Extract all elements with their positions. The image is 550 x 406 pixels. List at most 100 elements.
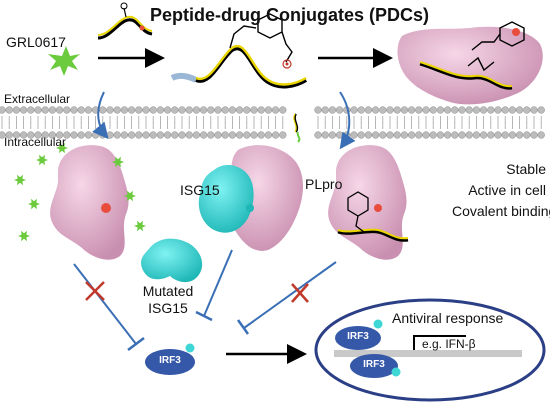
lipid-head [494,131,502,139]
lipid-head [386,106,394,114]
lipid-head [314,106,322,114]
peptide-crossing-icon [293,113,301,143]
lipid-head [407,131,416,139]
lipid-head [185,106,193,114]
lipid-head [508,106,517,114]
lipid-head [178,106,186,114]
lipid-head [243,131,251,139]
lipid-head [279,131,287,139]
conjugate-molecule-icon [170,13,308,89]
lipid-head [199,106,208,114]
lipid-head [156,106,165,114]
irf3-free-label: IRF3 [159,355,181,366]
lipid-head [371,106,380,114]
lipid-head [458,131,466,139]
lipid-head [422,106,430,114]
lipid-head [221,131,229,139]
lipid-head [314,131,322,139]
cell-membrane [0,106,545,139]
grl0617-star-icon [28,198,40,210]
lipid-head [5,106,13,114]
lipid-head [163,106,172,114]
lipid-head [364,106,373,114]
lipid-head [537,131,545,139]
lipid-head [515,131,524,139]
lipid-head [271,106,280,114]
property-covalent: Covalent binding [452,203,550,219]
lipid-head [106,106,114,114]
lipid-head [156,131,165,139]
lipid-head [149,106,157,114]
lipid-head [364,131,373,139]
lipid-head [350,131,358,139]
lipid-head [199,131,208,139]
lipid-head [328,106,337,114]
gene-label: e.g. IFN-β [422,337,476,351]
lipid-head [515,106,524,114]
lipid-head [34,131,42,139]
lipid-head [321,106,329,114]
intracellular-label: Intracellular [4,135,67,149]
lipid-head [371,131,380,139]
irf3-free-icon [145,343,195,375]
lipid-head [465,106,473,114]
lipid-head [19,106,28,114]
irf3-nucleus-label: IRF3 [347,331,369,342]
lipid-head [257,106,265,114]
lipid-head [465,131,473,139]
lipid-head [400,106,409,114]
lipid-head [321,131,329,139]
lipid-head [19,131,28,139]
grl0617-star-icon [14,174,26,186]
lipid-head [250,131,258,139]
compound-label: GRL0617 [6,34,66,50]
lipid-head [443,106,452,114]
lipid-head [106,131,114,139]
lipid-head [48,106,57,114]
lipid-head [34,106,42,114]
pdc-properties: Stable Active in cell Covalent binding [452,159,550,222]
free-grl0617-group [14,142,146,242]
lipid-head [0,131,6,139]
lipid-head [221,106,229,114]
lipid-head [422,131,430,139]
lipid-head [386,131,394,139]
mutated-isg15-icon [141,238,203,283]
lipid-head [214,131,222,139]
lipid-head [501,131,509,139]
lipid-head [350,106,358,114]
isg15-label: ISG15 [180,182,220,198]
lipid-head [479,131,488,139]
lipid-head [48,131,57,139]
lipid-head [530,131,538,139]
lipid-head [142,106,150,114]
lipid-head [77,131,85,139]
plpro-right-icon [328,145,409,260]
lipid-head [335,106,344,114]
lipid-head [185,131,193,139]
lipid-head [178,131,186,139]
lipid-head [12,131,21,139]
lipid-head [12,106,21,114]
extracellular-label: Extracellular [4,92,71,106]
grl0617-star-icon [134,220,146,232]
lipid-head [415,106,423,114]
lipid-head [41,106,49,114]
lipid-head [357,106,365,114]
lipid-head [77,106,85,114]
lipid-head [257,131,265,139]
grl0617-star-icon [18,230,30,242]
lipid-head [429,131,437,139]
lipid-head [530,106,538,114]
grl0617-star-icon [124,190,136,202]
lipid-head [479,106,488,114]
lipid-head [120,131,129,139]
lipid-head [5,131,13,139]
lipid-head [458,106,466,114]
lipid-head [163,131,172,139]
isg15-plpro-complex-icon [198,145,303,251]
lipid-head [243,106,251,114]
lipid-head [127,131,136,139]
lipid-head [379,131,387,139]
